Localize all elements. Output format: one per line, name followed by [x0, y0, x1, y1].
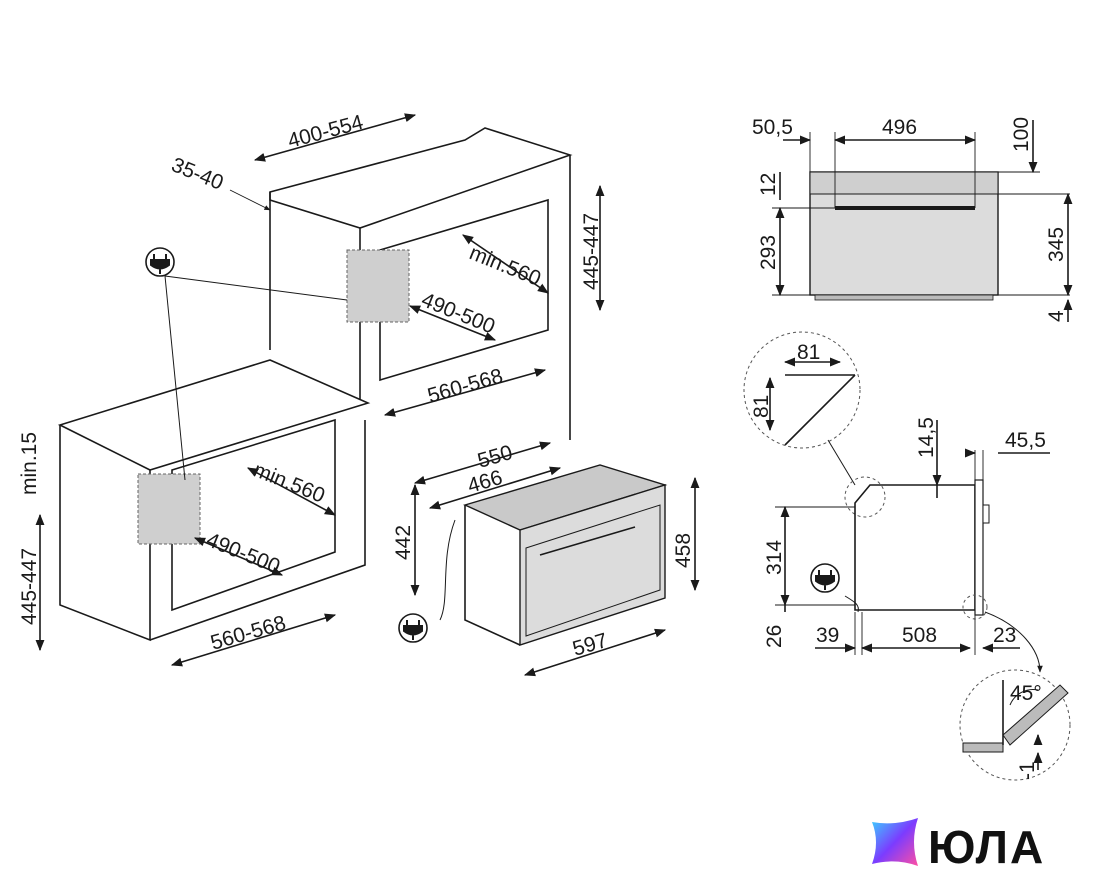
label-oven-height-front: 458 — [672, 533, 695, 568]
label-front-top: 100 — [1010, 117, 1033, 152]
label-detail-b-angle: 45° — [1010, 682, 1042, 705]
label-oven-width: 597 — [570, 629, 610, 661]
brand-logo: ЮЛА — [872, 818, 1045, 873]
label-counter-min: min.15 — [18, 432, 41, 495]
label-front-bottom: 4 — [1045, 310, 1068, 322]
socket-zone-upper — [346, 249, 410, 323]
label-wall-width: 400-554 — [285, 111, 366, 153]
plug-pointer-lines — [164, 275, 348, 481]
detail-circle-b: 45° -1 — [959, 669, 1071, 781]
label-side-panel: 45,5 — [1005, 429, 1046, 452]
label-column-inner-width: 490-500 — [418, 288, 498, 338]
label-counter-width: 560-568 — [208, 611, 288, 654]
dimension-lines-left — [35, 113, 700, 677]
label-detail-a-v: 81 — [750, 395, 773, 418]
label-counter-inner-width: 490-500 — [203, 528, 283, 578]
power-plug-icon — [145, 247, 175, 277]
label-counter-min-depth: min.560 — [250, 458, 328, 507]
label-detail-a-h: 81 — [797, 341, 820, 364]
label-side-top-gap: 14,5 — [915, 417, 938, 458]
oven-side-view: 14,5 45,5 314 26 39 508 23 — [763, 417, 1050, 673]
label-front-offset: 50,5 — [752, 116, 793, 139]
label-wall-depth: 35-40 — [168, 153, 226, 194]
column-cabinet — [269, 127, 573, 440]
socket-zone-lower — [137, 473, 201, 545]
label-side-depth: 508 — [902, 624, 937, 647]
brand-logo-text: ЮЛА — [928, 821, 1045, 873]
oven-isometric — [439, 464, 668, 646]
label-front-width: 496 — [882, 116, 917, 139]
label-column-min-depth: min.560 — [466, 241, 544, 290]
power-plug-icon — [398, 613, 428, 643]
label-side-base: 26 — [763, 625, 786, 648]
label-counter-height: 445-447 — [18, 548, 41, 625]
label-column-width: 560-568 — [425, 364, 505, 407]
label-side-back: 39 — [816, 624, 839, 647]
label-oven-height-body: 442 — [392, 525, 415, 560]
oven-front-view: 50,5 496 100 12 293 345 4 — [752, 116, 1073, 322]
label-side-height: 314 — [763, 540, 786, 575]
label-column-height: 445-447 — [580, 213, 603, 290]
brand-logo-icon — [872, 818, 918, 866]
label-detail-b-gap: -1 — [1016, 761, 1039, 780]
label-front-height: 293 — [757, 235, 780, 270]
detail-circle-a: 81 81 — [743, 331, 861, 486]
label-side-front: 23 — [993, 624, 1016, 647]
power-plug-icon — [810, 563, 840, 593]
label-front-strip: 12 — [757, 173, 780, 196]
label-oven-depth-body: 466 — [465, 466, 505, 498]
label-front-total: 345 — [1045, 227, 1068, 262]
